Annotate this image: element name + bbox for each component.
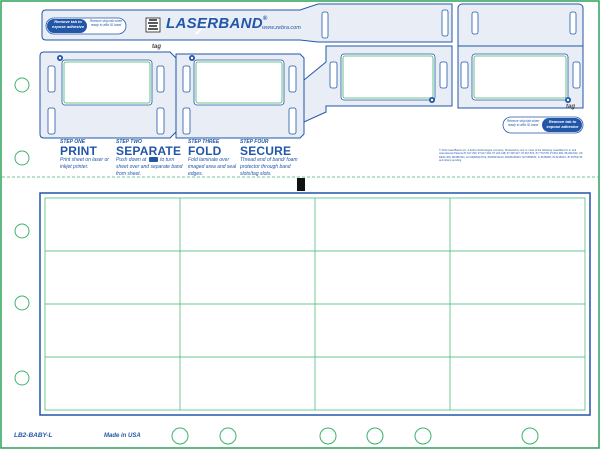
slot	[569, 11, 577, 35]
slot	[47, 107, 56, 135]
step-two-desc: Push down at to turn sheet over and sepa…	[116, 157, 183, 177]
slot	[441, 9, 449, 37]
slot	[182, 107, 191, 135]
laserband-logo: LASERBAND®	[166, 15, 268, 32]
copyright-text: © 2014 LaserBand LLC, A Zebra Technologi…	[439, 149, 583, 163]
image-window	[193, 59, 285, 106]
step-four: STEP FOUR SECURE Thread end of band/ foa…	[240, 139, 298, 178]
label-grid-frame	[39, 192, 591, 416]
slot	[182, 65, 191, 93]
slot	[47, 65, 56, 93]
website-text: www.zebra.com	[262, 25, 301, 31]
slot	[288, 65, 297, 93]
slot	[460, 61, 469, 89]
tag-label: tag	[566, 104, 575, 110]
feed-hole	[14, 223, 30, 239]
step-two: STEP TWO SEPARATE Push down at to turn s…	[116, 139, 183, 178]
pill-dark-text-right: Remove tab to expose adhesive	[546, 119, 579, 129]
feed-hole	[14, 150, 30, 166]
slot	[471, 11, 479, 35]
pill-dark-text: Remove tab to expose adhesive	[51, 19, 85, 29]
feed-hole	[219, 427, 237, 445]
sku-text: LB2-BABY-L	[14, 432, 53, 439]
feed-hole	[366, 427, 384, 445]
feed-hole	[14, 295, 30, 311]
made-in-text: Made in USA	[104, 433, 141, 439]
feed-hole	[319, 427, 337, 445]
slot	[321, 11, 329, 39]
step-one: STEP ONE PRINT Print sheet on laser or i…	[60, 139, 109, 171]
push-down-icon	[148, 157, 158, 163]
feed-hole	[171, 427, 189, 445]
header-band	[41, 3, 453, 43]
tag-label: tag	[152, 44, 161, 50]
pill-light-text: Remove strip tab when ready to affix ID …	[89, 19, 123, 27]
step-three: STEP THREE FOLD Fold laminate over image…	[188, 139, 237, 178]
slot	[156, 65, 165, 93]
sensor-mark	[297, 178, 305, 191]
feed-hole	[521, 427, 539, 445]
feed-hole	[14, 77, 30, 93]
image-window	[61, 59, 153, 106]
pill-light-text-right: Remove strip tab when ready to affix ID …	[506, 119, 540, 127]
slot	[156, 107, 165, 135]
slot	[439, 61, 448, 89]
slot	[572, 61, 581, 89]
image-window	[340, 53, 436, 101]
slot	[288, 107, 297, 135]
slot	[329, 61, 338, 89]
image-window	[471, 53, 569, 101]
feed-hole	[14, 370, 30, 386]
feed-hole	[414, 427, 432, 445]
